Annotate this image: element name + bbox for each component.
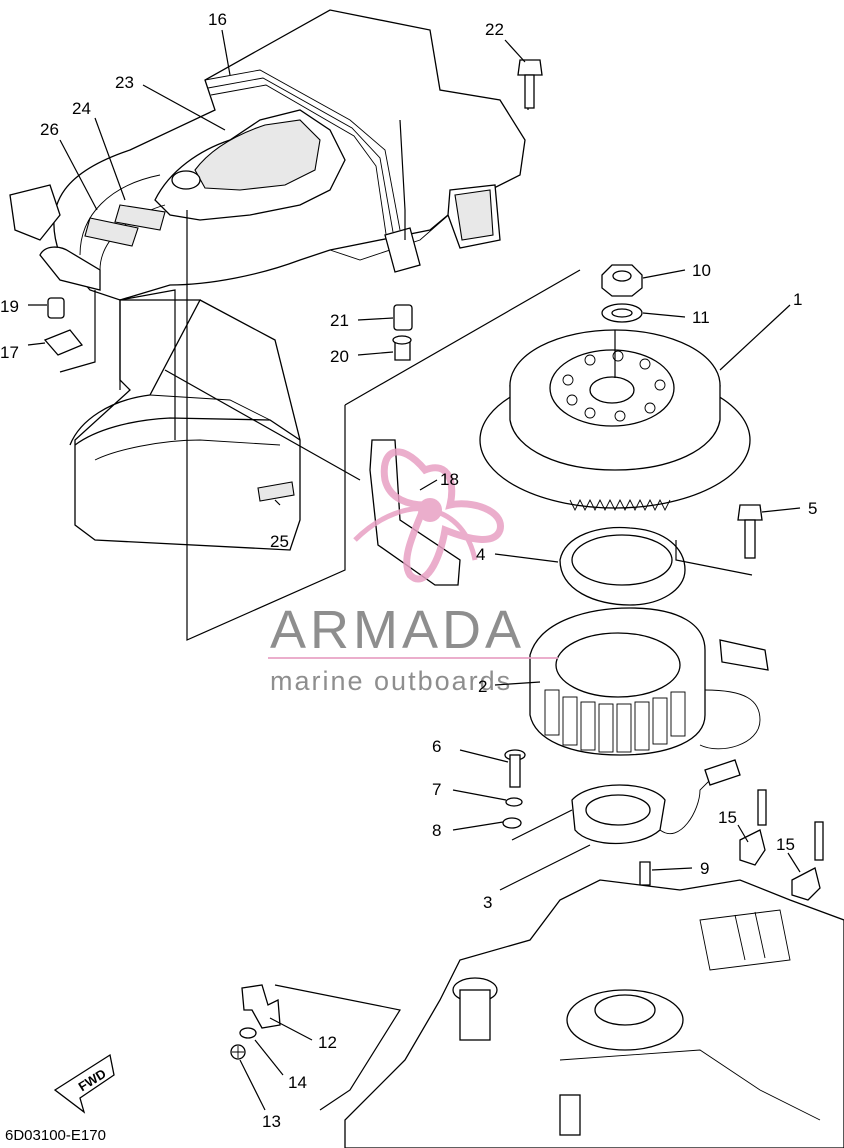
washer-8 bbox=[502, 817, 522, 829]
callout-14: 14 bbox=[288, 1073, 307, 1092]
callout-5: 5 bbox=[808, 499, 817, 518]
callout-9: 9 bbox=[700, 859, 709, 878]
damper-17 bbox=[43, 329, 84, 356]
bolt-22 bbox=[517, 59, 543, 109]
callout-7: 7 bbox=[432, 780, 441, 799]
collar-20 bbox=[392, 335, 412, 361]
callout-4: 4 bbox=[476, 545, 485, 564]
callout-21: 21 bbox=[330, 311, 349, 330]
callout-3: 3 bbox=[483, 893, 492, 912]
bracket-12 bbox=[241, 984, 281, 1029]
stator-2 bbox=[529, 607, 769, 756]
bolt-5 bbox=[737, 504, 763, 559]
watermark-logo: ARMADA marine outboards bbox=[268, 448, 558, 696]
callout-1: 1 bbox=[793, 290, 802, 309]
callout-26: 26 bbox=[40, 120, 59, 139]
callout-19: 19 bbox=[0, 297, 19, 316]
watermark-tagline: marine outboards bbox=[270, 666, 512, 696]
clip-9 bbox=[639, 861, 651, 886]
washer-11 bbox=[601, 303, 643, 323]
clamp-15-left bbox=[739, 789, 767, 866]
grommet-19 bbox=[47, 297, 65, 319]
callout-10: 10 bbox=[692, 261, 711, 280]
nut-10 bbox=[601, 264, 643, 297]
grommet-21 bbox=[393, 304, 413, 331]
callout-22: 22 bbox=[485, 20, 504, 39]
clamp-15-right bbox=[791, 821, 824, 901]
callout-16: 16 bbox=[208, 10, 227, 29]
washer-7 bbox=[505, 797, 523, 807]
screw-13 bbox=[230, 1044, 246, 1060]
watermark-brand: ARMADA bbox=[270, 600, 525, 660]
drawing-code: 6D03100-E170 bbox=[5, 1127, 106, 1144]
callout-6: 6 bbox=[432, 737, 441, 756]
callout-15b: 15 bbox=[776, 835, 795, 854]
washer-14 bbox=[239, 1027, 257, 1039]
screw-6 bbox=[504, 749, 526, 788]
callout-17: 17 bbox=[0, 343, 19, 362]
callout-15a: 15 bbox=[718, 808, 737, 827]
pulser-coil-3 bbox=[511, 759, 741, 845]
plate-4 bbox=[559, 526, 753, 606]
callout-11: 11 bbox=[692, 308, 710, 327]
flywheel bbox=[479, 329, 751, 512]
callout-13: 13 bbox=[262, 1112, 281, 1131]
callout-25: 25 bbox=[270, 532, 289, 551]
callout-8: 8 bbox=[432, 821, 441, 840]
callout-24: 24 bbox=[72, 99, 91, 118]
leader-lines bbox=[59, 88, 581, 641]
callout-23: 23 bbox=[115, 73, 134, 92]
lower-cover bbox=[69, 299, 301, 551]
callout-20: 20 bbox=[330, 347, 349, 366]
callout-labels: 1 2 3 4 5 6 7 8 9 10 11 12 13 14 15 15 1… bbox=[0, 10, 817, 1131]
callout-18: 18 bbox=[440, 470, 459, 489]
propeller-emblem-icon bbox=[380, 448, 504, 583]
callout-12: 12 bbox=[318, 1033, 337, 1052]
callout-2: 2 bbox=[478, 677, 487, 696]
powerhead-block bbox=[344, 879, 844, 1148]
fwd-direction-arrow: FWD bbox=[53, 1053, 115, 1114]
flywheel-cover bbox=[9, 9, 526, 301]
